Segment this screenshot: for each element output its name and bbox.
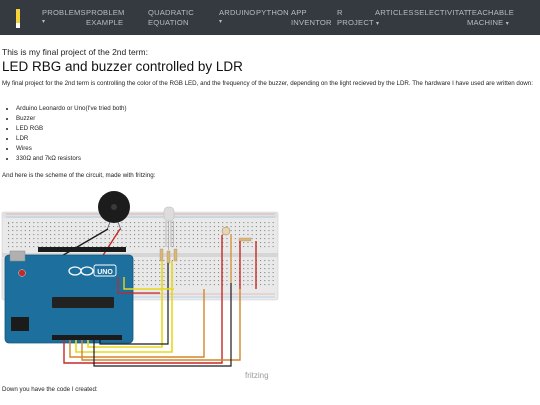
nav-quadratic-equation[interactable]: QUADRATIC EQUATION (148, 8, 194, 28)
nav-app-inventor-label-line1: APP (291, 8, 307, 17)
nav-articles[interactable]: ARTICLES (375, 8, 414, 18)
nav-problem-example-label-line1: PROBLEM (86, 8, 125, 17)
chevron-down-icon: ▾ (219, 19, 223, 25)
nav-arduino-label: ARDUINO (219, 8, 256, 17)
chevron-down-icon: ▾ (42, 19, 46, 25)
scheme-caption: And here is the scheme of the circuit, m… (2, 172, 156, 179)
nav-r-project-label-line1: R (337, 8, 343, 17)
page-title: LED RBG and buzzer controlled by LDR (2, 59, 243, 74)
nav-app-inventor-label-line2: INVENTOR (291, 18, 332, 27)
chevron-down-icon: ▾ (376, 21, 380, 27)
code-caption: Down you have the code I created: (2, 386, 98, 393)
intro-text: This is my final project of the 2nd term… (2, 47, 148, 57)
rgb-led (163, 206, 175, 222)
circuit-diagram-image: UNO fritzing (1, 191, 279, 380)
nav-quadratic-label-line2: EQUATION (148, 18, 189, 27)
project-description: My final project for the 2nd term is con… (2, 80, 533, 87)
nav-selectivitat-label: SELECTIVITAT (414, 8, 469, 17)
list-item: Wires (16, 144, 127, 154)
list-item: Buzzer (16, 114, 127, 124)
nav-r-project-label-line2: PROJECT (337, 18, 374, 27)
nav-quadratic-label-line1: QUADRATIC (148, 8, 194, 17)
board-logo-text: UNO (97, 269, 113, 276)
nav-selectivitat[interactable]: SELECTIVITAT (414, 8, 468, 18)
nav-arduino[interactable]: ARDUINO ▾ (219, 8, 255, 27)
ldr (221, 226, 231, 236)
list-item: LDR (16, 134, 127, 144)
fritzing-watermark: fritzing (245, 371, 269, 380)
top-navbar: PROBLEMS ▾ PROBLEM EXAMPLE QUADRATIC EQU… (0, 0, 540, 35)
nav-python[interactable]: PYTHON (256, 8, 289, 18)
nav-python-label: PYTHON (256, 8, 289, 17)
arduino-logo-icon (68, 266, 94, 276)
list-item: LED RGB (16, 124, 127, 134)
nav-problems[interactable]: PROBLEMS ▾ (42, 8, 86, 27)
nav-problem-example[interactable]: PROBLEM EXAMPLE (86, 8, 125, 28)
nav-problems-label: PROBLEMS (42, 8, 86, 17)
hardware-list: Arduino Leonardo or Uno(I've tried both)… (16, 104, 127, 164)
nav-teachable-machine[interactable]: TEACHABLE MACHINE ▾ (467, 8, 514, 29)
nav-problem-example-label-line2: EXAMPLE (86, 18, 124, 27)
nav-r-project[interactable]: R PROJECT ▾ (337, 8, 379, 29)
list-item: Arduino Leonardo or Uno(I've tried both) (16, 104, 127, 114)
nav-app-inventor[interactable]: APP INVENTOR (291, 8, 332, 28)
site-logo-icon[interactable] (16, 9, 20, 28)
list-item: 330Ω and 7kΩ resistors (16, 154, 127, 164)
nav-teachable-label-line1: TEACHABLE (467, 8, 514, 17)
nav-articles-label: ARTICLES (375, 8, 414, 17)
chevron-down-icon: ▾ (505, 21, 509, 27)
nav-teachable-label-line2: MACHINE (467, 18, 504, 27)
